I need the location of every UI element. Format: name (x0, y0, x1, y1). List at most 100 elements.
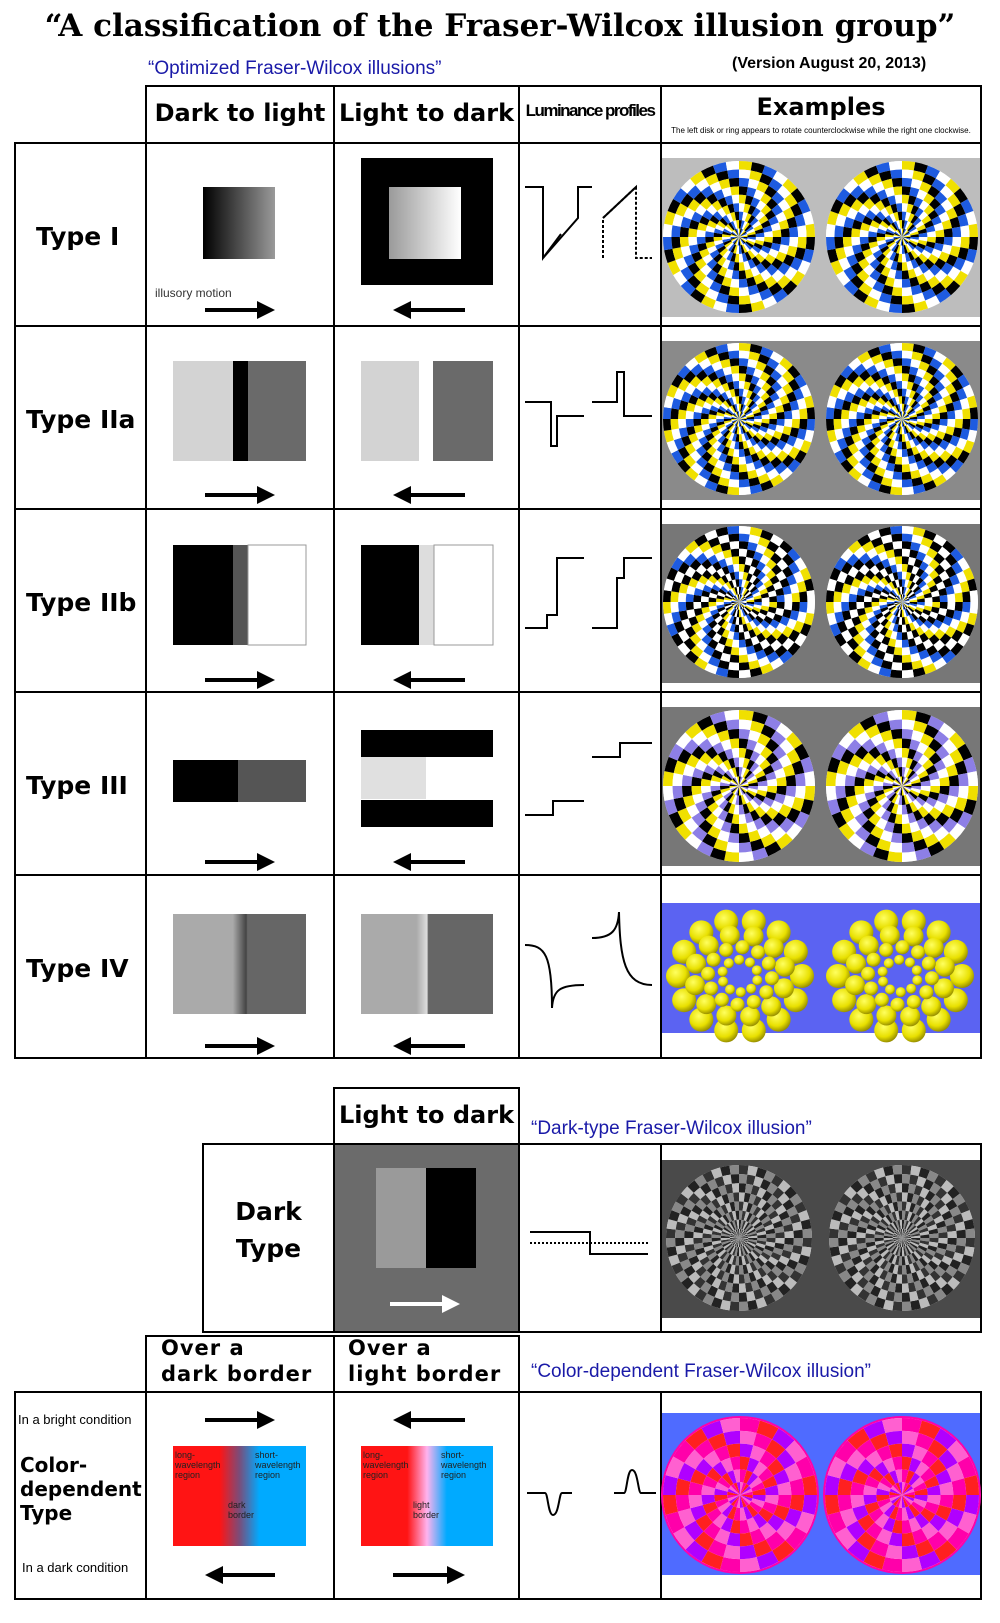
color-label-cell (14, 1391, 147, 1600)
example4-right-disk-segment (889, 719, 902, 731)
example1-right-disk-segment (842, 237, 853, 248)
color-profile-bump (614, 1468, 656, 1494)
example1-left-disk-segment (723, 228, 732, 235)
example2-right-disk-segment (879, 421, 888, 427)
example2-right-disk-segment (877, 368, 888, 379)
example2-right-disk-segment (848, 410, 857, 419)
example2-right-disk-segment (894, 373, 902, 382)
example2-left-disk-segment (725, 422, 733, 428)
example2-right-disk-segment (907, 373, 917, 383)
example1-right-disk-segment (947, 266, 961, 281)
example2-right-disk-segment (902, 464, 911, 473)
example2-left-disk-segment (782, 402, 792, 412)
example3-left-disk-segment (712, 561, 722, 572)
dark-example-right-disk-segment (892, 1165, 902, 1175)
example2-left-disk-segment (752, 443, 762, 453)
example3-left-disk-segment (706, 565, 717, 576)
example2-left-disk-segment (776, 450, 789, 462)
example2-left-disk-segment (704, 346, 718, 359)
example2-left-disk-segment (717, 435, 726, 444)
type2a-arrow-left-head (393, 486, 411, 504)
example3-left-disk-segment (756, 623, 766, 633)
example1-left-disk-segment (743, 260, 751, 271)
example2-left-disk-segment (732, 425, 737, 434)
type3-top-black (361, 730, 493, 757)
example2-left-disk-segment (779, 357, 793, 371)
example1-right-disk-segment (902, 161, 916, 171)
example2-left-disk-segment (786, 391, 797, 403)
example3-left-disk-segment (708, 575, 718, 585)
example1-left-disk-segment (739, 237, 746, 244)
example2-right-disk-segment (864, 423, 874, 431)
header-cell-light-to-dark (333, 85, 520, 144)
example1-left-disk-segment (772, 288, 788, 303)
example2-left-disk-segment (775, 404, 785, 414)
example2-left-disk-segment (806, 407, 815, 419)
dark-example-left-disk-segment (739, 1165, 749, 1175)
example2-left-disk-segment (754, 415, 762, 419)
dark-grey-bar (376, 1168, 426, 1268)
example2-right-disk-segment (902, 419, 907, 426)
dark-example-left-disk-segment (675, 1229, 685, 1238)
example1-right-disk-segment (893, 278, 902, 288)
example3-right-disk-segment (826, 590, 835, 602)
example2-right-disk-segment (906, 397, 913, 406)
example2-right-disk-segment (918, 432, 927, 441)
example3-left-disk-segment (718, 635, 728, 646)
example1-left-disk-segment (739, 270, 747, 280)
example2-right-disk-segment (942, 394, 953, 405)
example4-right-disk-segment (845, 774, 856, 786)
example2-right-disk-segment (852, 376, 865, 388)
example4-left-disk-segment (682, 786, 693, 798)
example2-right-disk-segment (856, 411, 865, 419)
color-dark-border-swatch (173, 1446, 306, 1546)
example1-left-disk-segment (713, 273, 725, 285)
example1-left-disk-segment (739, 237, 747, 243)
example1-left-disk-segment (739, 237, 741, 246)
example3-left-disk-segment (718, 558, 728, 569)
dark-example-right-disk-segment (894, 1283, 902, 1293)
example2-left-disk-segment (671, 428, 682, 441)
example2-left-disk-segment (725, 410, 733, 416)
example1-left-disk-segment (683, 207, 696, 220)
example2-right-disk-segment (888, 398, 896, 407)
example1-left-disk-segment (664, 248, 676, 263)
example1-right-disk-segment (850, 199, 864, 212)
example1-left-disk-segment (778, 219, 789, 230)
example2-left-disk-segment (779, 433, 790, 444)
example1-right-disk-segment (869, 193, 881, 205)
example1-left-disk-segment (706, 193, 718, 205)
example2-left-disk-segment (745, 421, 754, 426)
example2-left-disk-segment (743, 397, 750, 406)
example3-right-disk-segment (893, 647, 902, 656)
example1-left-disk-segment (696, 229, 706, 237)
type4-dark-to-light (173, 914, 306, 1014)
example2-left-disk-segment (739, 412, 745, 419)
profile-line (525, 186, 562, 261)
example2-right-disk-segment (895, 413, 902, 419)
example2-left-disk-segment (753, 411, 762, 417)
example1-left-disk-segment (744, 251, 752, 261)
example1-left-disk-segment (786, 216, 798, 229)
example1-left-disk-segment (701, 185, 714, 199)
header-cell-luminance (518, 85, 662, 144)
example3-left-disk-segment (663, 602, 672, 614)
example1-right-disk-segment (917, 239, 927, 246)
example2-left-disk-segment (715, 343, 729, 354)
dark-example-left-disk-segment (739, 1301, 749, 1311)
example2-left-disk-segment (743, 406, 750, 414)
dark-example-left-disk-segment (729, 1301, 739, 1311)
example3-left-disk-segment (794, 633, 807, 647)
example2-right-disk-segment (938, 387, 950, 399)
example1-right-disk-segment (887, 226, 896, 233)
example3-left-disk-segment (763, 579, 773, 589)
example3-left-disk-segment (769, 575, 780, 585)
dark-example-right-disk-segment (902, 1183, 910, 1193)
example1-right-disk-segment (889, 224, 897, 232)
example1-right-disk-segment (899, 220, 902, 229)
example2-left-disk-segment (685, 357, 699, 371)
dark-example-right-disk-segment (838, 1229, 848, 1238)
example2-right-disk-segment (917, 415, 925, 419)
example1-left-disk-segment (739, 228, 741, 237)
example2-left-disk-segment (747, 429, 756, 438)
